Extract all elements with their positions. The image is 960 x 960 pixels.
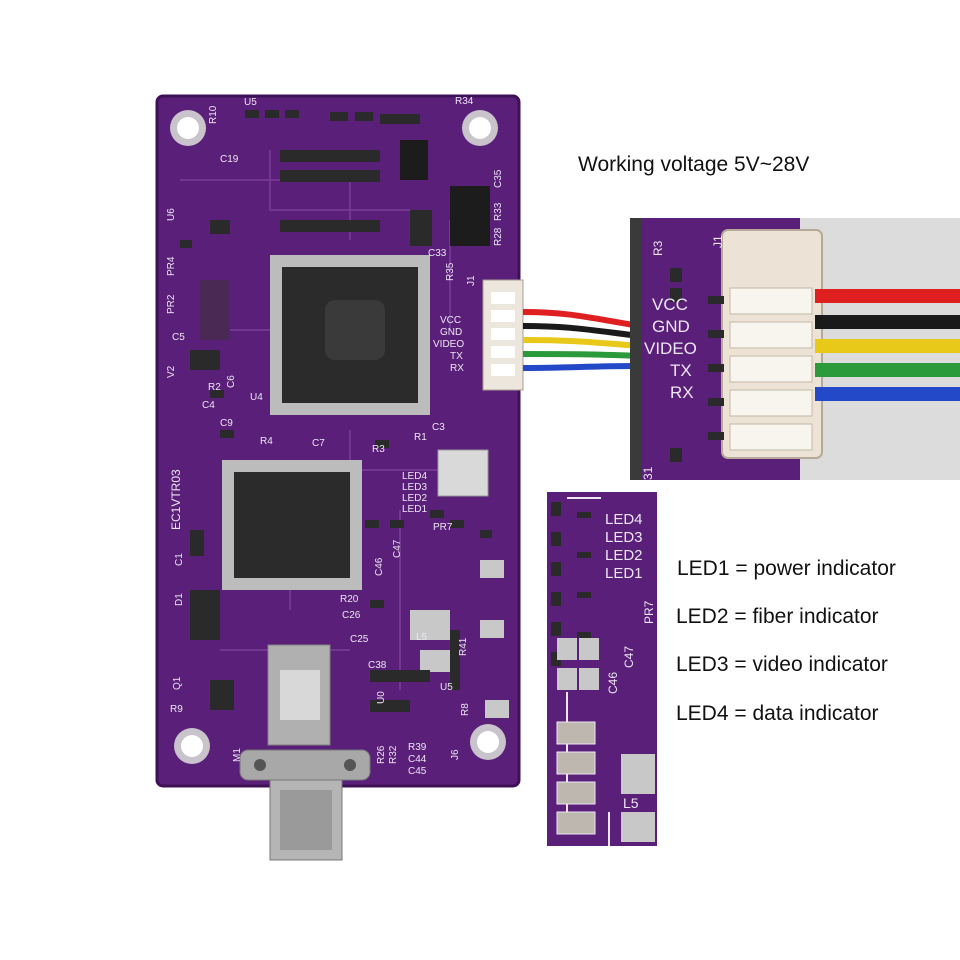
board-designator: U6 [166, 208, 177, 221]
board-designator: C47 [392, 539, 403, 558]
zoom-designator: 31 [641, 466, 655, 480]
mounting-holes [170, 110, 506, 764]
board-designator: R8 [460, 703, 471, 716]
board-pin-label: TX [450, 351, 463, 362]
board-designator: R33 [493, 202, 504, 221]
led-pads [556, 638, 655, 842]
board-designator: C19 [220, 154, 239, 165]
board-designator: M1 [232, 748, 243, 762]
board-designator: R35 [445, 262, 456, 281]
main-board-drawing: VCC GND VIDEO TX RX LED4 LED3 LED2 LED1 … [155, 94, 640, 861]
board-designator: C46 [374, 557, 385, 576]
zoom-pin-label-vcc: VCC [652, 295, 688, 314]
zoom-wire-harness [815, 289, 960, 401]
connector-zoom-drawing: VCC GND VIDEO TX RX R3 J1 31 [630, 218, 960, 480]
connector-zoom-photo: VCC GND VIDEO TX RX R3 J1 31 [630, 218, 960, 480]
fiber-connector [239, 644, 371, 861]
board-designator: R39 [408, 742, 427, 753]
zoom-led-label-2: LED2 [605, 547, 643, 564]
board-designator: R28 [493, 227, 504, 246]
board-designator: R1 [414, 432, 427, 443]
board-pin-label: GND [440, 327, 462, 338]
zoom-led-label-4: LED4 [605, 511, 643, 528]
board-designator: C1 [174, 553, 185, 566]
legend-led3: LED3 = video indicator [676, 653, 888, 676]
smd-components [180, 110, 509, 718]
board-led-label: LED1 [402, 504, 427, 515]
board-designator: D1 [174, 593, 185, 606]
board-pin-label: VCC [440, 315, 461, 326]
legend-led4: LED4 = data indicator [676, 702, 879, 725]
board-designator: J1 [466, 275, 477, 286]
led-zoom-drawing: LED4 LED3 LED2 LED1 PR7 C46 C47 L5 [547, 492, 657, 846]
zoom-connector-housing [708, 229, 823, 459]
board-designator: R34 [455, 96, 474, 107]
board-designator: PR7 [433, 522, 453, 533]
board-pin-label: VIDEO [433, 339, 464, 350]
voltage-caption: Working voltage 5V~28V [578, 153, 810, 176]
secondary-chip [222, 460, 362, 590]
board-designator: R32 [388, 745, 399, 764]
zoom-led-designator: L5 [623, 795, 639, 811]
board-designator: R20 [340, 594, 359, 605]
zoom-led-designator: PR7 [642, 600, 656, 624]
board-led-label: LED3 [402, 482, 427, 493]
board-designator: C44 [408, 754, 427, 765]
zoom-led-label-3: LED3 [605, 529, 643, 546]
board-designator: C33 [428, 248, 447, 259]
board-designator: C4 [202, 400, 215, 411]
main-board-photo: VCC GND VIDEO TX RX LED4 LED3 LED2 LED1 … [150, 90, 640, 880]
board-designator: C9 [220, 418, 233, 429]
board-designator: C7 [312, 438, 325, 449]
zoom-pin-label-video: VIDEO [644, 339, 697, 358]
board-designator: R10 [208, 105, 219, 124]
board-designator: R4 [260, 436, 273, 447]
board-designator: C5 [172, 332, 185, 343]
board-designator: C6 [226, 375, 237, 388]
board-designator: C45 [408, 766, 427, 777]
main-processor-chip [270, 255, 430, 415]
board-designator: C26 [342, 610, 361, 621]
board-designator: J6 [450, 749, 461, 760]
board-designator: R3 [372, 444, 385, 455]
board-designator: V2 [166, 365, 177, 378]
board-led-label: LED2 [402, 493, 427, 504]
zoom-designator: J1 [711, 235, 725, 248]
board-designator: R9 [170, 704, 183, 715]
board-designator: R26 [376, 745, 387, 764]
board-led-label: LED4 [402, 471, 427, 482]
zoom-led-label-1: LED1 [605, 565, 643, 582]
board-designator: C25 [350, 634, 369, 645]
board-designator: C38 [368, 660, 387, 671]
zoom-led-designator: C46 [606, 672, 620, 694]
board-designator: U0 [376, 691, 387, 704]
board-designator: U5 [440, 682, 453, 693]
board-designator: PR2 [166, 294, 177, 314]
board-designator: U5 [244, 97, 257, 108]
board-pin-label: RX [450, 363, 464, 374]
wire-harness [522, 309, 640, 371]
board-designator: Q1 [172, 676, 183, 690]
zoom-pin-label-tx: TX [670, 361, 692, 380]
board-designator: C35 [493, 169, 504, 188]
zoom-pin-label-gnd: GND [652, 317, 690, 336]
board-designator: C3 [432, 422, 445, 433]
legend-led2: LED2 = fiber indicator [676, 605, 879, 628]
zoom-designator: R3 [651, 240, 665, 256]
board-designator: PR4 [166, 256, 177, 276]
board-designator: U4 [250, 392, 263, 403]
zoom-led-designator: C47 [622, 646, 636, 668]
zoom-pin-label-rx: RX [670, 383, 694, 402]
board-designator: R41 [458, 637, 469, 656]
board-designator: L5 [416, 632, 428, 643]
board-model-label: EC1VTR03 [169, 469, 183, 530]
crystal-oscillator [437, 449, 489, 497]
led-zoom-photo: LED4 LED3 LED2 LED1 PR7 C46 C47 L5 [547, 492, 657, 846]
board-connector-j1 [482, 279, 524, 391]
legend-led1: LED1 = power indicator [677, 557, 896, 580]
board-designator: R2 [208, 382, 221, 393]
